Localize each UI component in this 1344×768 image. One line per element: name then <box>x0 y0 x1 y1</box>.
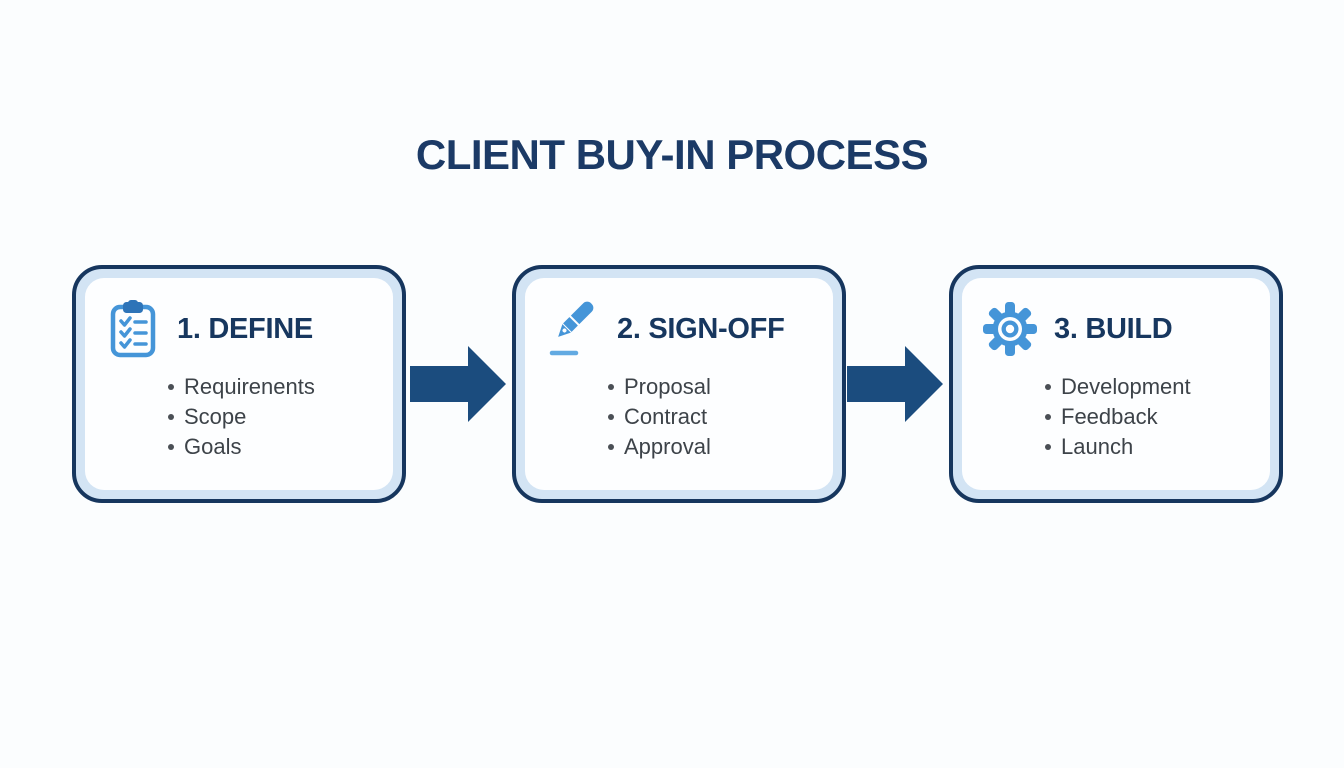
step-heading: 3. BUILD <box>1054 312 1173 345</box>
list-item: Requirenents <box>168 372 383 402</box>
step-bullet-list: Development Feedback Launch <box>981 372 1260 462</box>
step-card-inner: 2. SIGN-OFF Proposal Contract Approval <box>525 278 833 490</box>
step-header: 2. SIGN-OFF <box>544 299 823 359</box>
list-item: Approval <box>608 432 823 462</box>
step-header: 1. DEFINE <box>104 299 383 359</box>
list-item: Goals <box>168 432 383 462</box>
list-item: Proposal <box>608 372 823 402</box>
flow-arrow-icon <box>410 346 506 422</box>
step-bullet-list: Requirenents Scope Goals <box>104 372 383 462</box>
clipboard-icon <box>104 300 162 358</box>
step-card-build: 3. BUILD Development Feedback Launch <box>949 265 1283 503</box>
step-heading: 2. SIGN-OFF <box>617 312 785 345</box>
step-bullet-list: Proposal Contract Approval <box>544 372 823 462</box>
step-heading: 1. DEFINE <box>177 312 313 345</box>
page-title: CLIENT BUY-IN PROCESS <box>415 131 929 178</box>
list-item: Development <box>1045 372 1260 402</box>
list-item: Contract <box>608 402 823 432</box>
step-card-inner: 1. DEFINE Requirenents Scope Goals <box>85 278 393 490</box>
list-item: Launch <box>1045 432 1260 462</box>
flow-arrow-icon <box>847 346 943 422</box>
list-item: Feedback <box>1045 402 1260 432</box>
step-header: 3. BUILD <box>981 299 1260 359</box>
pen-icon <box>544 300 602 358</box>
step-card-inner: 3. BUILD Development Feedback Launch <box>962 278 1270 490</box>
gear-icon <box>981 301 1039 357</box>
step-card-define: 1. DEFINE Requirenents Scope Goals <box>72 265 406 503</box>
list-item: Scope <box>168 402 383 432</box>
step-card-signoff: 2. SIGN-OFF Proposal Contract Approval <box>512 265 846 503</box>
